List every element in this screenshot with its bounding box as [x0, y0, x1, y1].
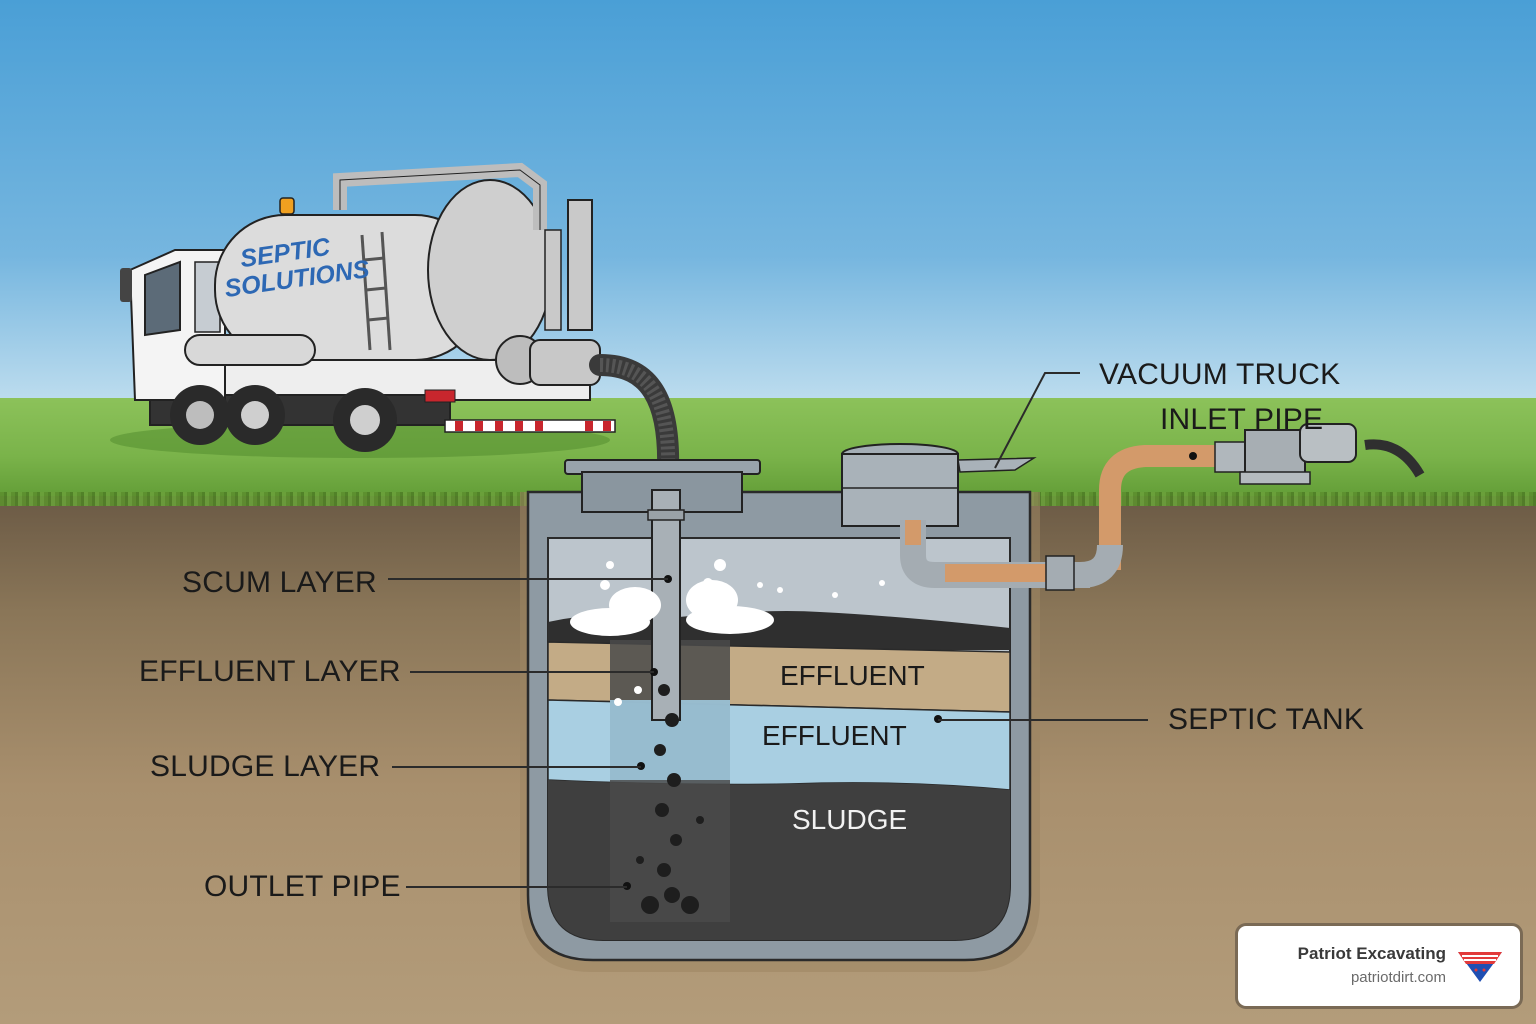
leader-septic-tank	[938, 719, 1148, 721]
company-url[interactable]: patriotdirt.com	[1350, 969, 1446, 986]
label-effluent-layer: EFFLUENT LAYER	[139, 655, 401, 688]
label-outlet-pipe: OUTLET PIPE	[204, 870, 401, 903]
inlet-pipe-illustration	[1079, 423, 1425, 588]
label-vacuum-truck: VACUUM TRUCK	[1099, 358, 1341, 391]
company-badge[interactable]: Patriot Excavating patriotdirt.com	[1238, 926, 1520, 1006]
label-scum-layer: SCUM LAYER	[182, 566, 377, 599]
septic-tank-illustration	[520, 443, 1090, 972]
truck-wheels	[170, 385, 397, 452]
leader-effluent-layer	[410, 671, 654, 673]
label-sludge-layer: SLUDGE LAYER	[150, 750, 381, 783]
company-name: Patriot Excavating	[1297, 944, 1446, 963]
leader-scum-layer	[388, 578, 668, 580]
tank-label-lower-effluent: EFFLUENT	[762, 720, 907, 751]
label-septic-tank: SEPTIC TANK	[1168, 703, 1365, 736]
tank-label-upper-effluent: EFFLUENT	[780, 660, 925, 691]
foam-bubbles	[570, 559, 885, 706]
patriot-logo-icon	[1458, 952, 1502, 982]
tank-label-sludge: SLUDGE	[792, 804, 908, 835]
vacuum-truck-illustration	[110, 162, 616, 458]
label-inlet-pipe: INLET PIPE	[1160, 403, 1324, 436]
leader-outlet-pipe	[406, 886, 627, 888]
leader-sludge-layer	[392, 766, 641, 768]
